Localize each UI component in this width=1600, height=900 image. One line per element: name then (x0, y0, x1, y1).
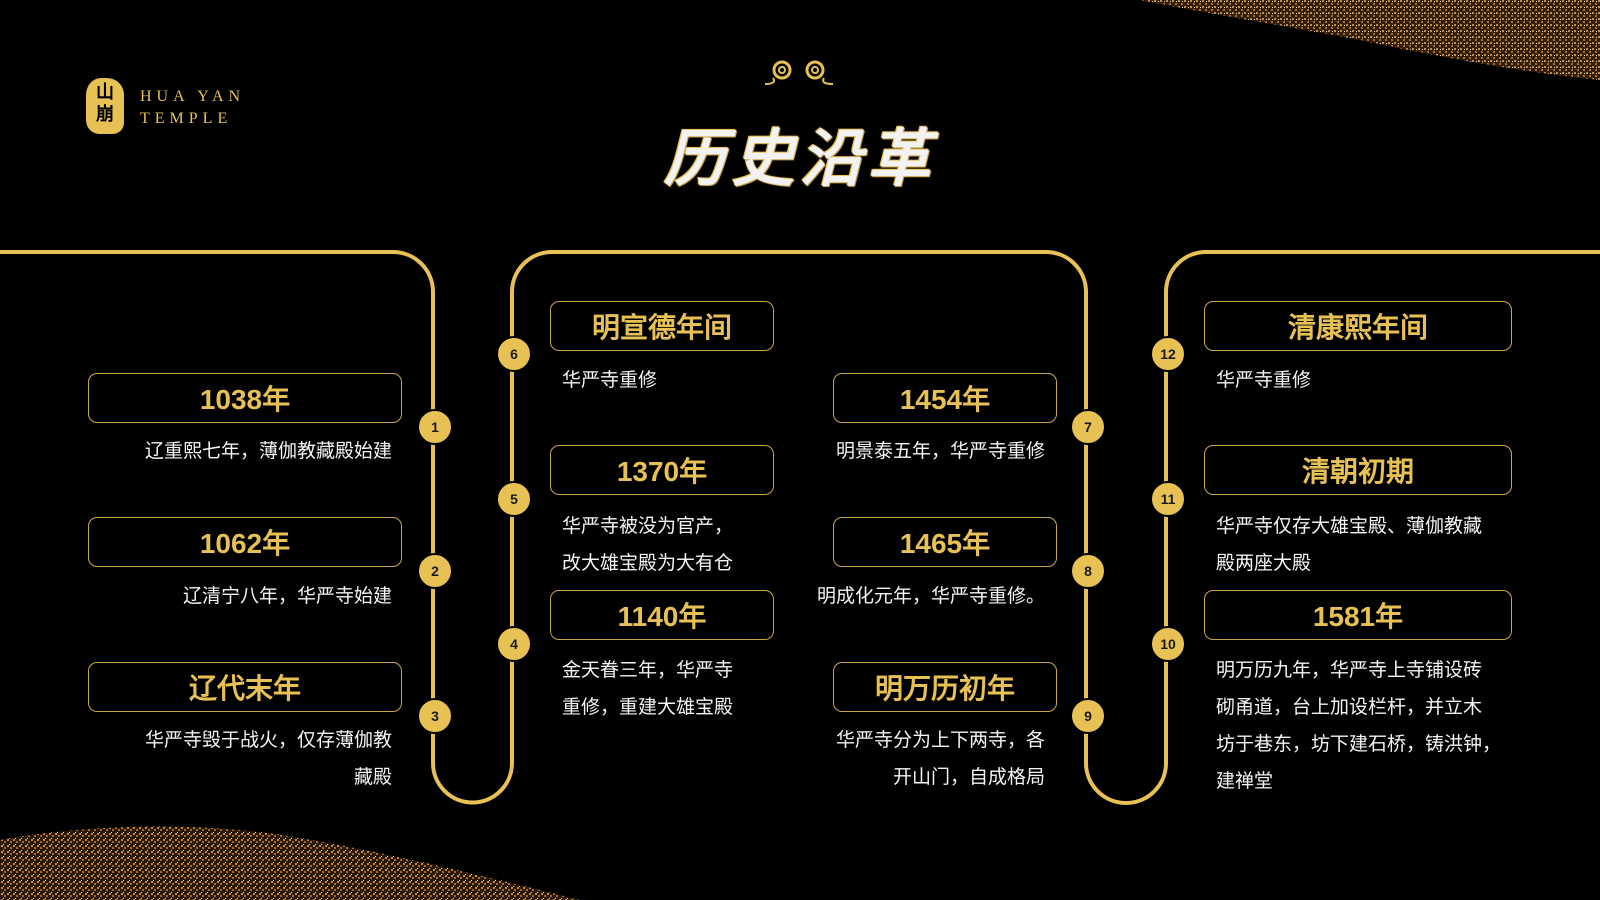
timeline-desc-9: 华严寺分为上下两寺，各 开山门，自成格局 (780, 722, 1045, 796)
timeline-desc-1: 辽重熙七年，薄伽教藏殿始建 (88, 433, 392, 470)
desc-line: 华严寺毁于战火，仅存薄伽教 (144, 729, 392, 751)
timeline-node-10: 10 (1150, 626, 1186, 662)
timeline-label-6: 明宣德年间 (550, 301, 774, 351)
timeline-node-4: 4 (496, 626, 532, 662)
desc-line: 开山门，自成格局 (892, 766, 1045, 788)
timeline-node-1: 1 (417, 409, 453, 445)
desc-line: 殿两座大殿 (1216, 552, 1312, 574)
timeline-label-10: 1581年 (1204, 590, 1512, 640)
desc-line: 华严寺仅存大雄宝殿、薄伽教藏 (1216, 515, 1483, 537)
timeline-label-1: 1038年 (88, 373, 402, 423)
desc-line: 砌甬道，台上加设栏杆，并立木 (1216, 696, 1483, 718)
timeline-desc-10: 明万历九年，华严寺上寺铺设砖 砌甬道，台上加设栏杆，并立木 坊于巷东，坊下建石桥… (1216, 652, 1546, 800)
page-title: 历史沿革 (663, 122, 936, 195)
logo-line-2: TEMPLE (140, 110, 233, 127)
desc-line: 明成化元年，华严寺重修。 (816, 585, 1045, 607)
timeline-label-4: 1140年 (550, 590, 774, 640)
desc-line: 藏殿 (353, 766, 392, 788)
timeline-node-3: 3 (417, 698, 453, 734)
timeline-label-12: 清康熙年间 (1204, 301, 1512, 351)
timeline-desc-4: 金天眷三年，华严寺 重修，重建大雄宝殿 (562, 652, 792, 726)
logo-line-1: HUA YAN (140, 88, 246, 105)
desc-line: 华严寺重修 (562, 369, 658, 391)
desc-line: 建禅堂 (1216, 770, 1274, 792)
desc-line: 金天眷三年，华严寺 (562, 659, 734, 681)
timeline-node-9: 9 (1070, 698, 1106, 734)
timeline-desc-7: 明景泰五年，华严寺重修 (780, 433, 1045, 470)
timeline-desc-8: 明成化元年，华严寺重修。 (780, 578, 1045, 615)
timeline-label-5: 1370年 (550, 445, 774, 495)
timeline-desc-5: 华严寺被没为官产， 改大雄宝殿为大有仓 (562, 508, 792, 582)
desc-line: 明万历九年，华严寺上寺铺设砖 (1216, 659, 1483, 681)
timeline-desc-2: 辽清宁八年，华严寺始建 (88, 578, 392, 615)
timeline-desc-3: 华严寺毁于战火，仅存薄伽教 藏殿 (88, 722, 392, 796)
timeline-label-11: 清朝初期 (1204, 445, 1512, 495)
desc-line: 华严寺分为上下两寺，各 (835, 729, 1045, 751)
timeline-node-12: 12 (1150, 336, 1186, 372)
desc-line: 明景泰五年，华严寺重修 (835, 440, 1045, 462)
logo: 山崩 HUA YAN TEMPLE (86, 78, 246, 138)
gold-glitter-top-right (1140, 0, 1600, 80)
timeline-node-8: 8 (1070, 553, 1106, 589)
logo-seal-icon: 山崩 (86, 78, 124, 134)
desc-line: 辽清宁八年，华严寺始建 (182, 585, 392, 607)
desc-line: 改大雄宝殿为大有仓 (562, 552, 734, 574)
timeline-label-8: 1465年 (833, 517, 1057, 567)
timeline-label-7: 1454年 (833, 373, 1057, 423)
timeline-desc-12: 华严寺重修 (1216, 362, 1536, 399)
timeline-desc-11: 华严寺仅存大雄宝殿、薄伽教藏 殿两座大殿 (1216, 508, 1536, 582)
logo-text: HUA YAN TEMPLE (140, 86, 245, 130)
timeline-label-9: 明万历初年 (833, 662, 1057, 712)
desc-line: 坊于巷东，坊下建石桥，铸洪钟， (1216, 733, 1502, 755)
timeline-node-7: 7 (1070, 409, 1106, 445)
timeline-node-2: 2 (417, 553, 453, 589)
desc-line: 华严寺被没为官产， (562, 515, 734, 537)
timeline-label-2: 1062年 (88, 517, 402, 567)
desc-line: 华严寺重修 (1216, 369, 1312, 391)
timeline-desc-6: 华严寺重修 (562, 362, 792, 399)
desc-line: 重修，重建大雄宝殿 (562, 696, 734, 718)
gold-glitter-bottom-left (0, 826, 580, 900)
timeline-label-3: 辽代末年 (88, 662, 402, 712)
timeline-node-5: 5 (496, 481, 532, 517)
timeline-node-11: 11 (1150, 481, 1186, 517)
desc-line: 辽重熙七年，薄伽教藏殿始建 (144, 440, 392, 462)
timeline-node-6: 6 (496, 336, 532, 372)
title-ornament-icon (665, 60, 935, 85)
